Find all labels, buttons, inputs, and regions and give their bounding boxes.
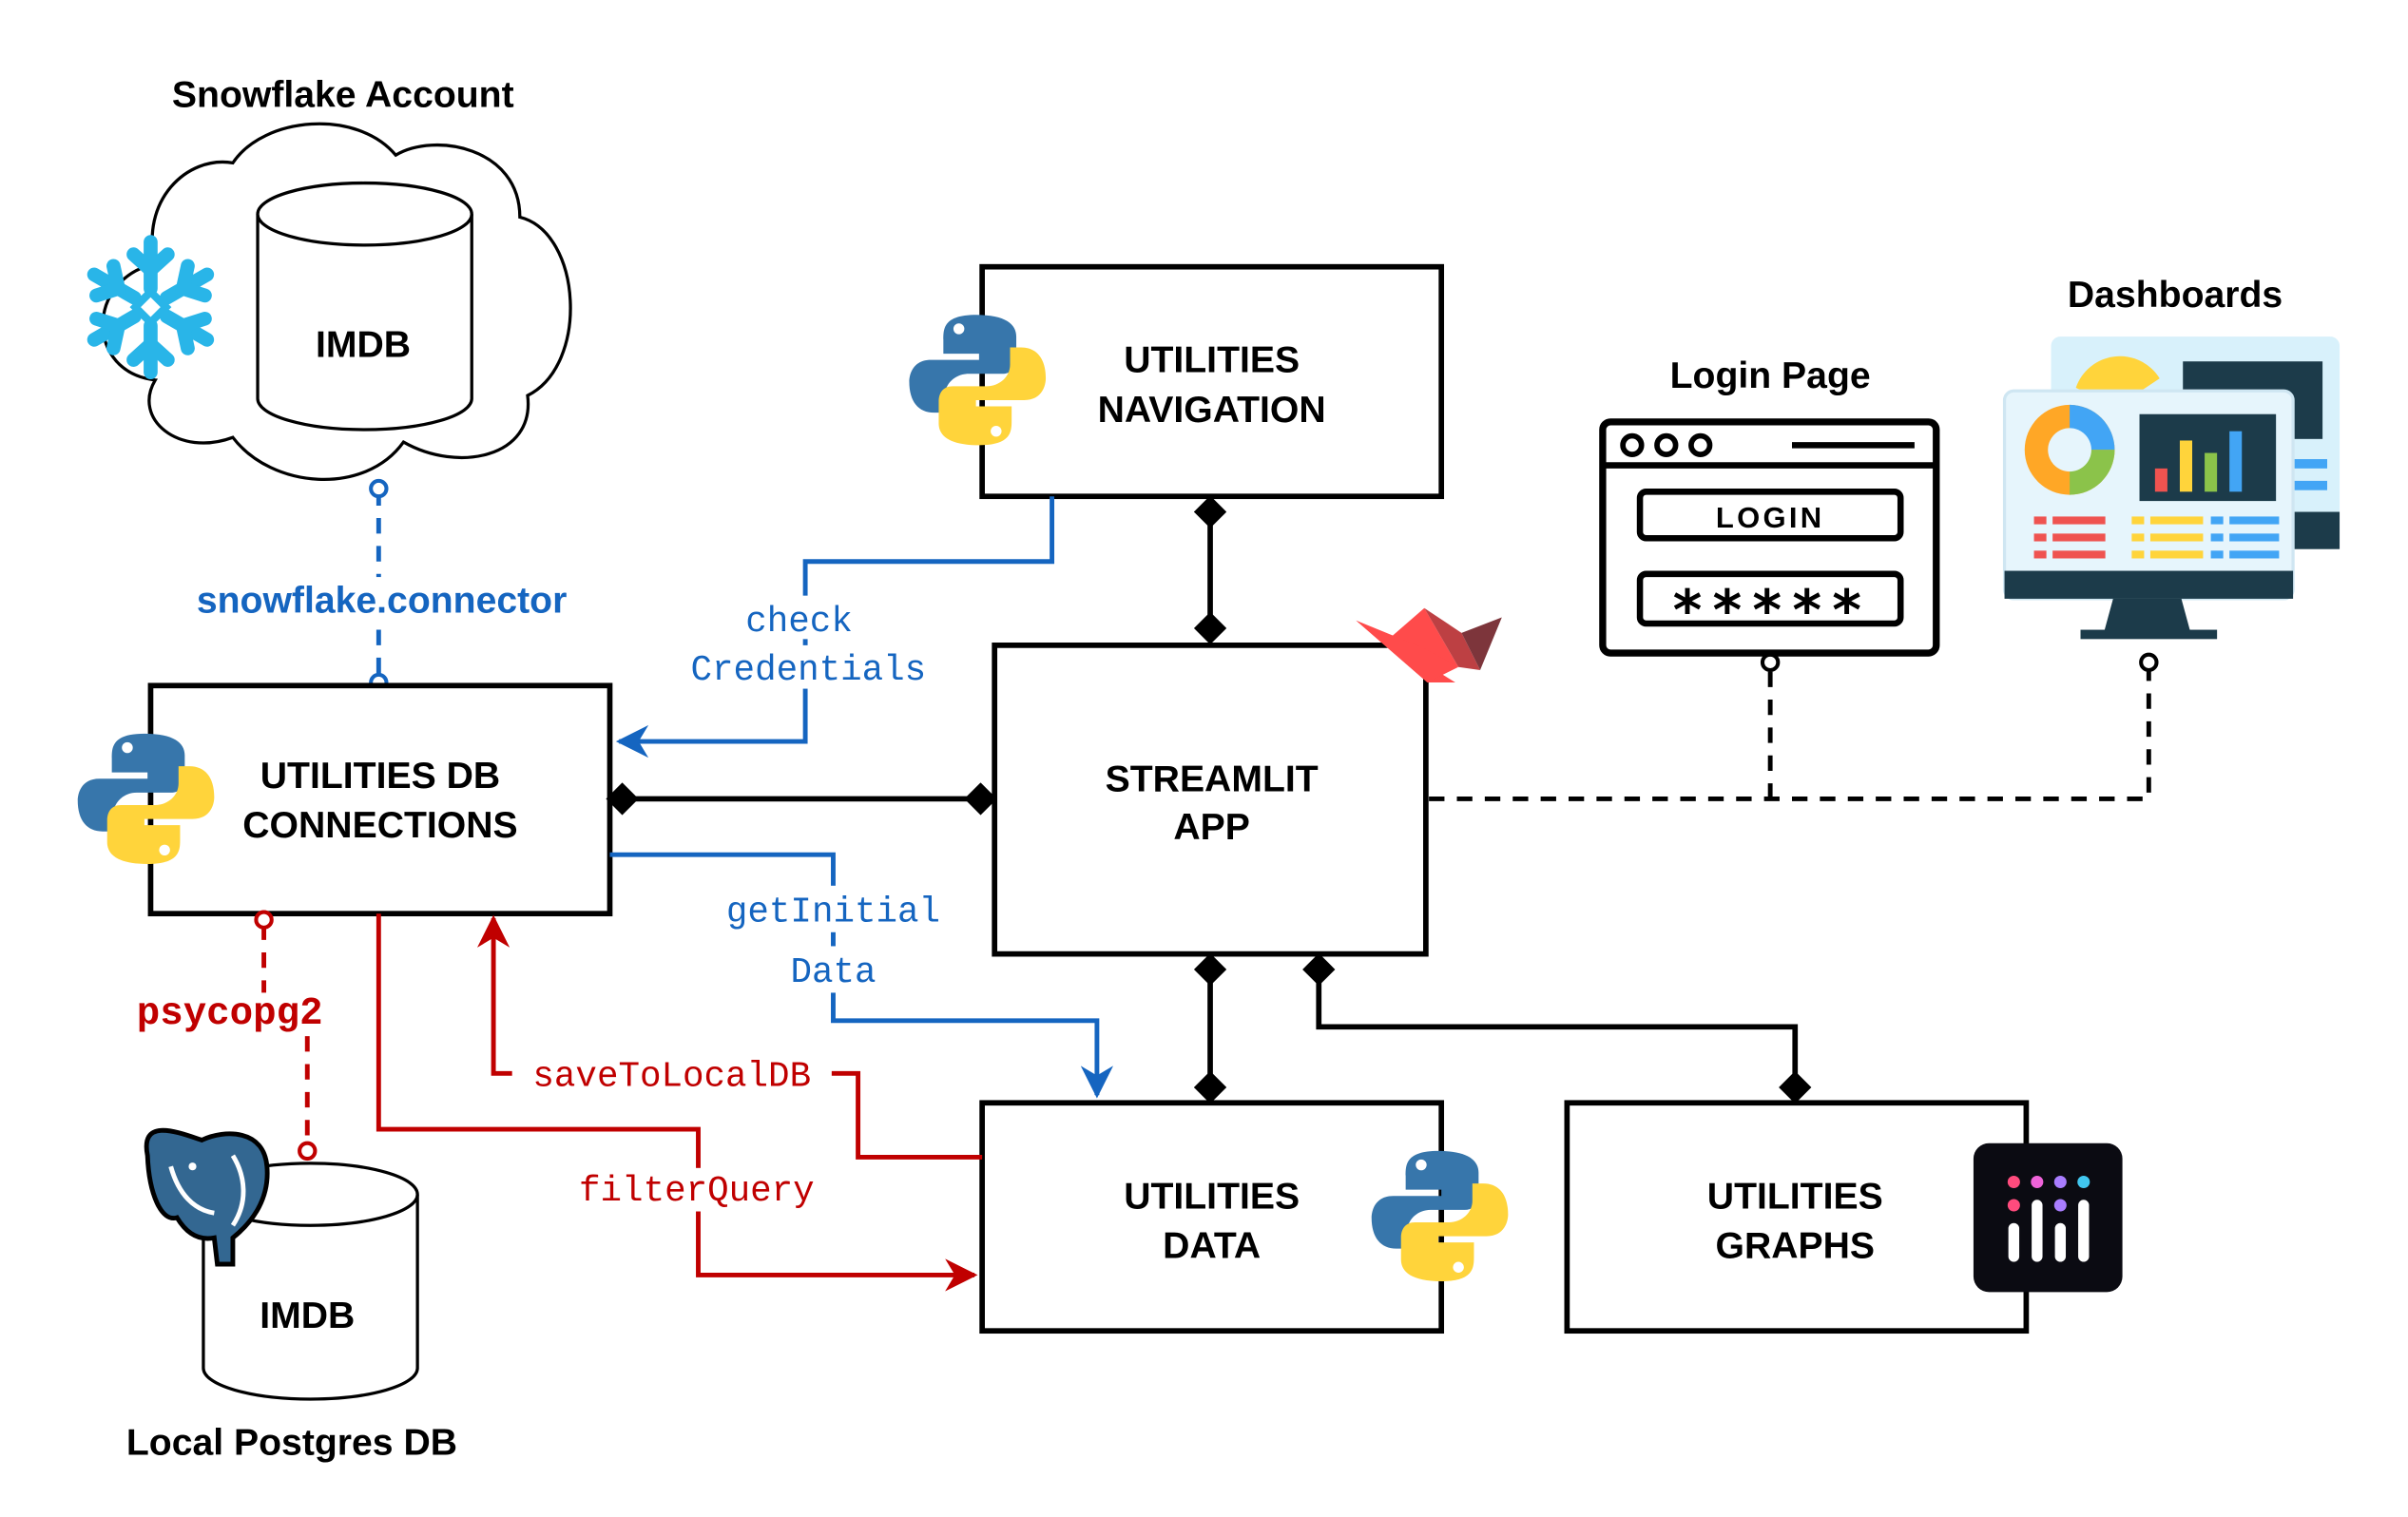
utilities-db-connections-box[interactable] xyxy=(147,682,613,917)
snowflake-connector-label: snowflake.connector xyxy=(197,581,567,622)
check-credentials-label-1: check xyxy=(745,603,853,643)
snowflake-icon xyxy=(86,235,216,373)
login-button-label: LOGIN xyxy=(1716,501,1824,534)
data-line1: UTILITIES xyxy=(1124,1176,1300,1217)
navigation-line2: NAVIGATION xyxy=(1098,390,1326,431)
graphs-line2: GRAPHS xyxy=(1715,1225,1875,1266)
save-to-local-db-label: saveToLocalDB xyxy=(532,1057,811,1097)
streamlit-icon xyxy=(1356,607,1502,683)
dashboards-title: Dashboards xyxy=(2068,275,2283,316)
db-connections-line2: CONNECTIONS xyxy=(242,805,517,846)
get-initial-data-edge: getInitial Data xyxy=(609,852,1114,1099)
get-initial-data-label-1: getInitial xyxy=(726,893,940,932)
postgres-elephant-icon xyxy=(144,1127,270,1267)
snowflake-db-label: IMDB xyxy=(316,324,411,365)
check-credentials-label-2: Credentials xyxy=(691,651,927,691)
plotly-icon xyxy=(1973,1143,2123,1293)
streamlit-line2: APP xyxy=(1173,807,1250,848)
utilities-navigation-box[interactable] xyxy=(979,263,1445,500)
check-credentials-edge: check Credentials xyxy=(615,496,1055,758)
psycopg2-edge: psycopg2 xyxy=(137,910,323,1162)
snowflake-connector-edge: snowflake.connector xyxy=(173,478,590,693)
browser-window-icon: LOGIN ***** xyxy=(1599,418,1940,657)
login-password-mask: ***** xyxy=(1670,578,1869,643)
monitor-dashboard-icon xyxy=(2002,336,2341,640)
postgres-db-label: IMDB xyxy=(260,1296,355,1336)
login-page-title: Login Page xyxy=(1670,355,1871,396)
snowflake-imdb-cylinder: IMDB xyxy=(256,181,473,432)
save-to-local-db-edge: saveToLocalDB xyxy=(476,914,983,1160)
postgres-title: Local Postgres DB xyxy=(126,1423,457,1464)
filter-query-edge: filterQuery xyxy=(376,913,978,1292)
db-connections-line1: UTILITIES DB xyxy=(260,756,500,797)
utilities-data-box[interactable] xyxy=(979,1100,1445,1335)
navigation-line1: UTILITIES xyxy=(1124,340,1300,381)
composition-edges xyxy=(606,495,1812,1104)
snowflake-account-title: Snowflake Account xyxy=(172,75,514,116)
ui-pages-dashed-edge xyxy=(1429,669,2151,801)
get-initial-data-label-2: Data xyxy=(790,953,876,993)
utilities-graphs-box[interactable] xyxy=(1564,1100,2030,1335)
filter-query-label: filterQuery xyxy=(579,1172,815,1212)
psycopg2-label: psycopg2 xyxy=(137,992,323,1036)
streamlit-line1: STREAMLIT xyxy=(1106,758,1319,799)
streamlit-app-box[interactable] xyxy=(992,643,1429,957)
graphs-line1: UTILITIES xyxy=(1707,1176,1883,1217)
data-line2: DATA xyxy=(1163,1225,1261,1266)
